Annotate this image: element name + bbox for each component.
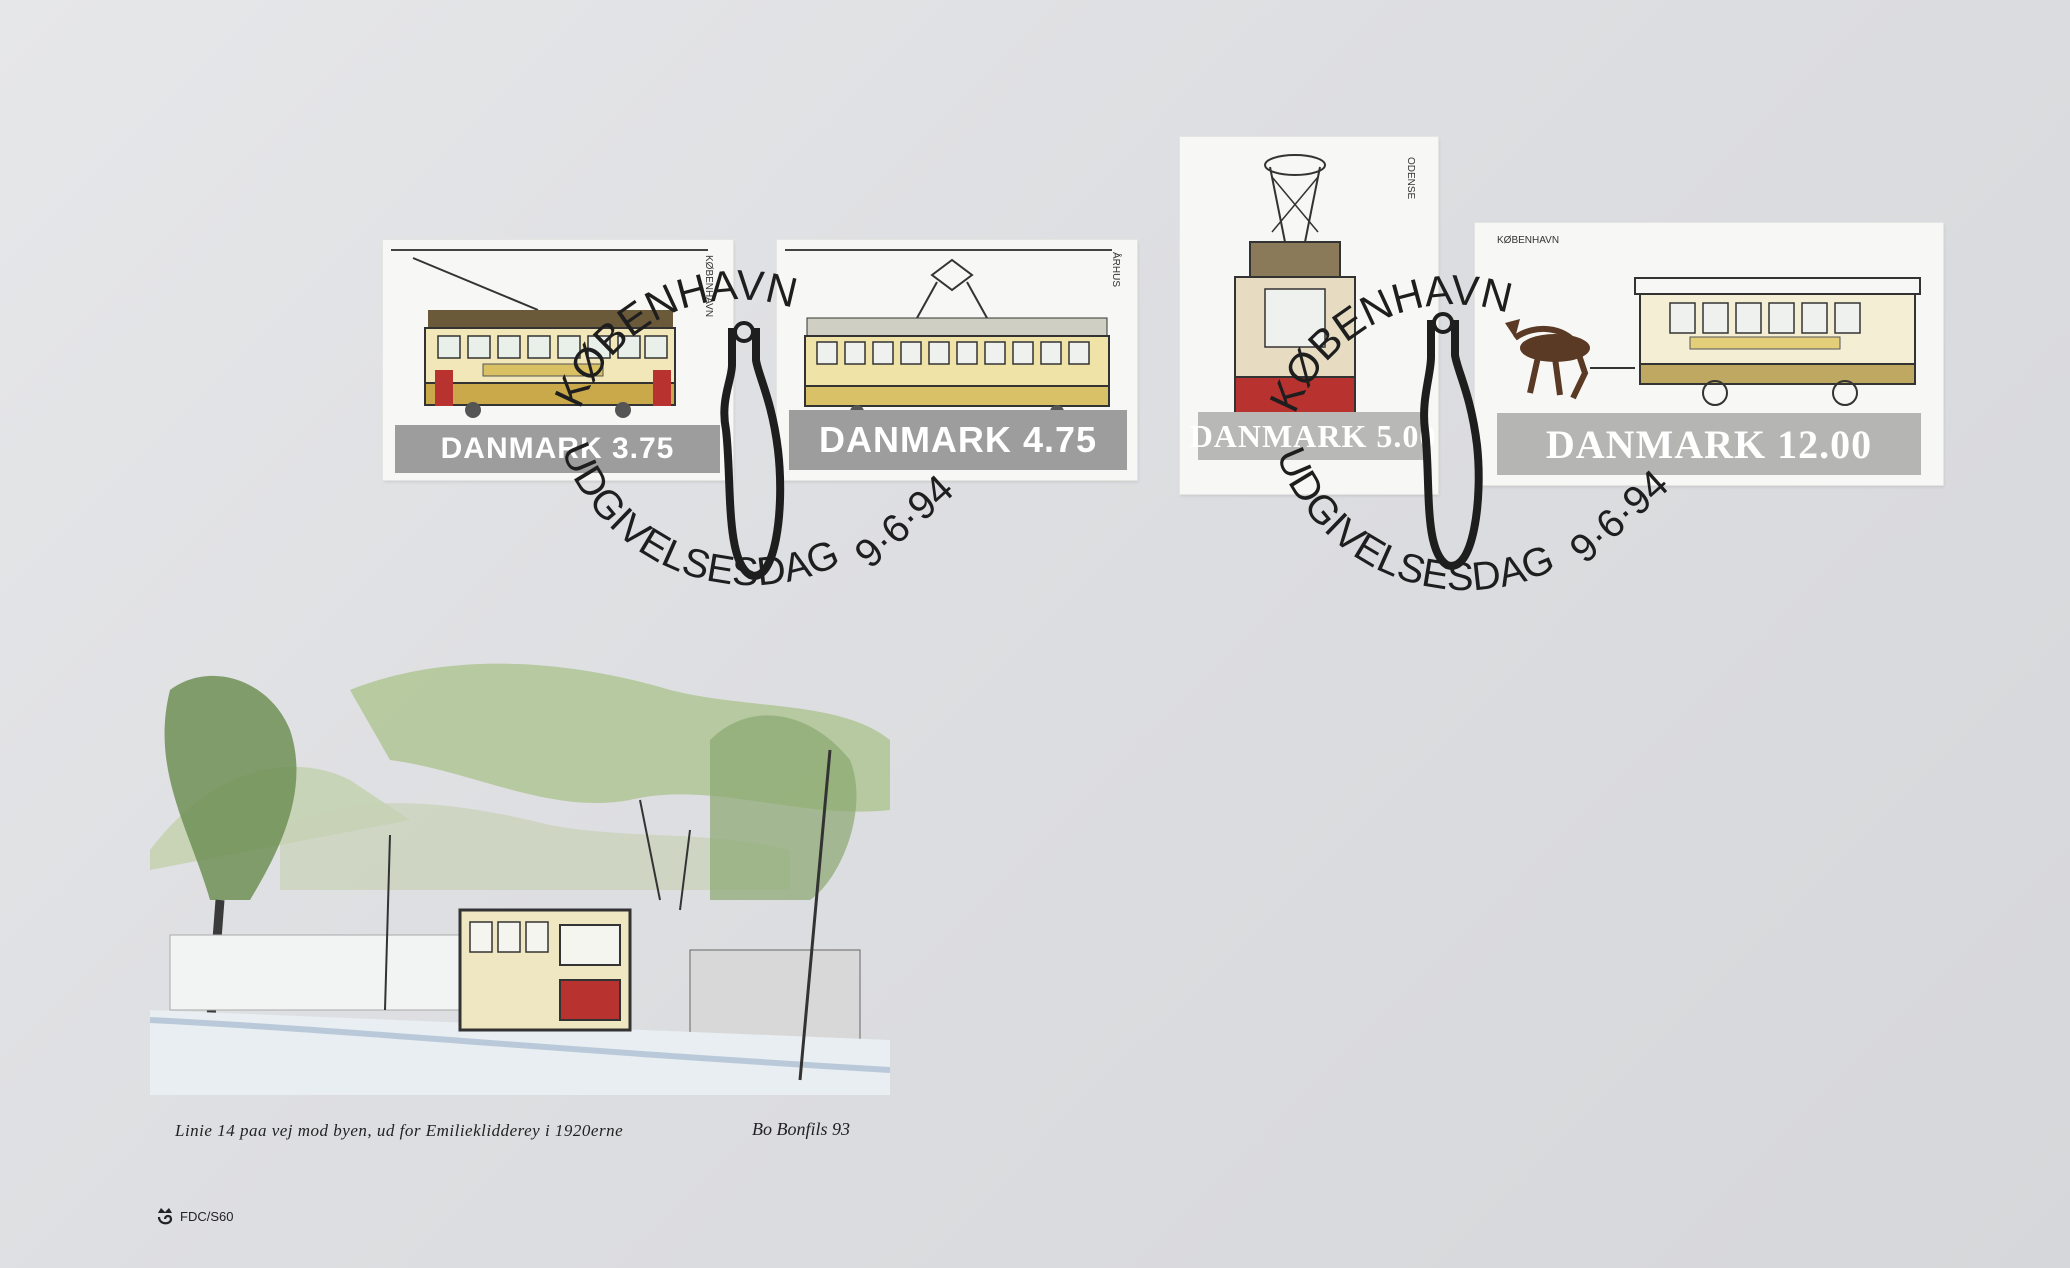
post-horn-icon bbox=[720, 328, 785, 580]
postmark-city: KØBENHAVN bbox=[1260, 266, 1517, 419]
stamp-country: DANMARK bbox=[440, 432, 603, 465]
stamp-4: DANMARK 12.00 KØBENHAVN bbox=[1468, 216, 1950, 492]
stamp-value-band: DANMARK 4.75 bbox=[789, 410, 1127, 470]
svg-text:UDGIVELSESDAG: UDGIVELSESDAG bbox=[553, 436, 845, 594]
stamp-1: DANMARK 3.75 KØBENHAVN bbox=[376, 233, 740, 487]
stamp-place: ODENSE bbox=[1405, 157, 1416, 200]
tram-illustration bbox=[391, 249, 708, 418]
stamp-value-band: DANMARK 12.00 bbox=[1497, 413, 1921, 475]
post-horn-crown-icon bbox=[157, 1208, 173, 1225]
tram-illustration bbox=[785, 249, 1112, 419]
svg-text:UDGIVELSESDAG: UDGIVELSESDAG bbox=[1268, 441, 1560, 599]
stamp-place: KØBENHAVN bbox=[703, 255, 714, 318]
illustration-caption: Linie 14 paa vej mod byen, ud for Emilie… bbox=[175, 1121, 624, 1140]
stamp-country: DANMARK bbox=[1545, 421, 1767, 467]
stamp-place: ÅRHUS bbox=[1110, 252, 1121, 288]
fdc-code: FDC/S60 bbox=[180, 1209, 234, 1224]
postmark-label: UDGIVELSESDAG bbox=[1268, 441, 1560, 599]
post-horn-icon bbox=[1420, 320, 1483, 570]
tram-street-illustration bbox=[150, 663, 890, 1095]
stamp-value: 12.00 bbox=[1777, 421, 1873, 467]
postmark-label: UDGIVELSESDAG bbox=[553, 436, 845, 594]
stamp-place: KØBENHAVN bbox=[1497, 235, 1560, 246]
stamp-3: DANMARK 5.00 ODENSE bbox=[1173, 130, 1445, 501]
stamp-value: 3.75 bbox=[611, 432, 675, 465]
tram-illustration bbox=[1505, 277, 1921, 406]
stamp-country: DANMARK bbox=[1189, 417, 1368, 454]
postmark-1: KØBENHAVN UDGIVELSESDAG 9·6·94 bbox=[545, 261, 962, 594]
postmark-date: 9·6·94 bbox=[1562, 462, 1677, 572]
artist-signature: Bo Bonfils 93 bbox=[752, 1119, 850, 1139]
postmark-date: 9·6·94 bbox=[847, 467, 962, 577]
svg-text:KØBENHAVN: KØBENHAVN bbox=[1260, 266, 1517, 419]
tram-illustration bbox=[1234, 154, 1356, 441]
stamp-value: 4.75 bbox=[1022, 419, 1098, 460]
stamp-country: DANMARK bbox=[818, 419, 1012, 460]
stamp-value-band: DANMARK 3.75 bbox=[395, 425, 720, 473]
stamp-2: DANMARK 4.75 ÅRHUS bbox=[770, 233, 1144, 487]
postmark-2: KØBENHAVN UDGIVELSESDAG 9·6·94 bbox=[1260, 266, 1677, 599]
